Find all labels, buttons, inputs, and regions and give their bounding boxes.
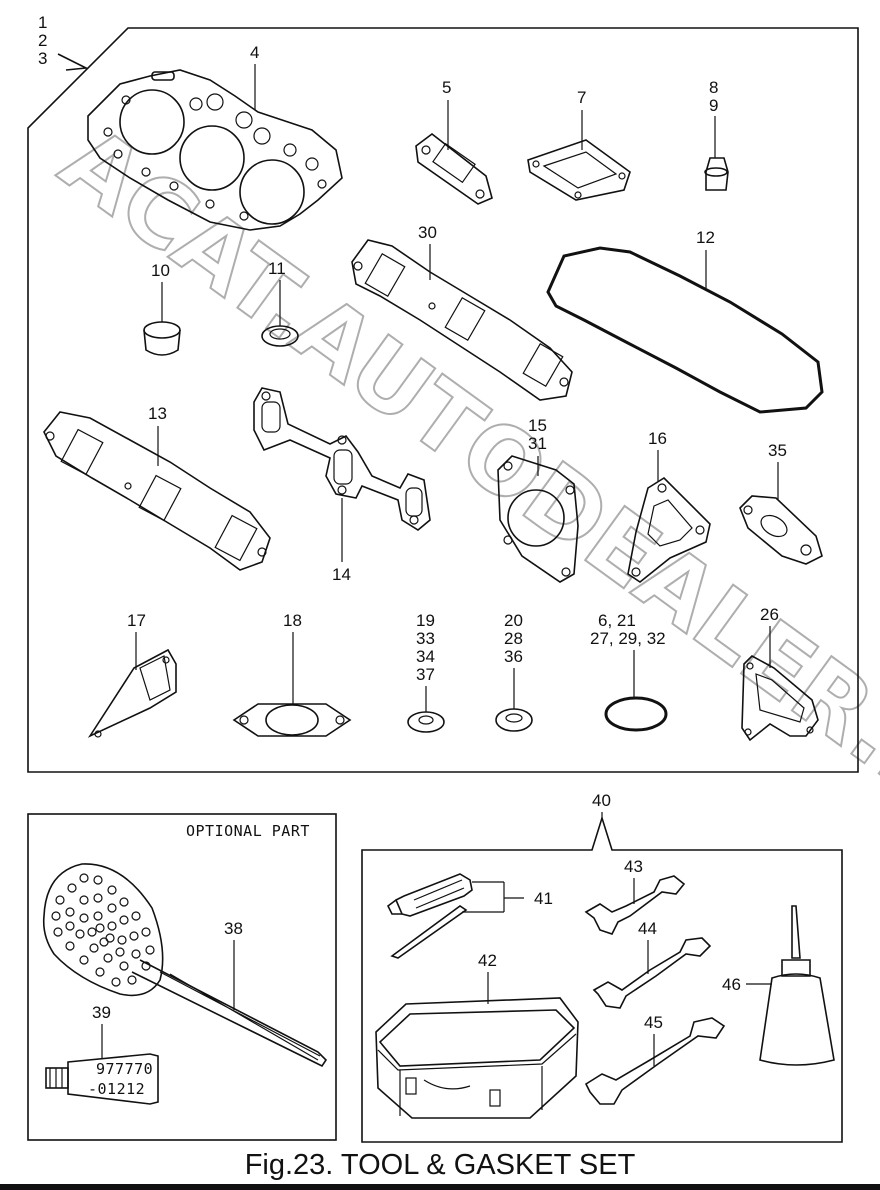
tool-set-panel-frame	[361, 815, 843, 1143]
part-label-p39: 39	[92, 1003, 111, 1022]
part-label-p37: 37	[416, 665, 435, 684]
figure-caption: Fig.23. TOOL & GASKET SET	[245, 1149, 636, 1181]
part-11-seal: 11	[261, 259, 299, 347]
part-12-cover-gasket: 12	[546, 228, 824, 414]
optional-part-panel	[27, 813, 337, 1141]
watermark: ACAT.AUTODEALER.RU	[41, 105, 880, 873]
part-label-p30: 30	[418, 223, 437, 242]
part-44-wrench: 44	[592, 919, 712, 1009]
part-15-31-gasket: 15 31	[497, 416, 579, 583]
part-label-p14: 14	[332, 565, 351, 584]
part-label-p41: 41	[534, 889, 553, 908]
watermark-text: ACAT.AUTODEALER.RU	[42, 106, 880, 872]
group-label-line: 1	[38, 13, 47, 32]
part-39-sealant-tube: 977770 -01212 39	[45, 1003, 159, 1105]
part-label-p6_21: 6, 21	[598, 611, 636, 630]
group-label-1-2-3: 1 2 3	[38, 13, 89, 71]
tube-text-line-1: 977770	[96, 1060, 153, 1078]
part-10-seal: 10	[143, 261, 181, 356]
part-label-p12: 12	[696, 228, 715, 247]
part-label-p27_29_32: 27, 29, 32	[590, 629, 666, 648]
part-8-9-stem-seal: 8 9	[704, 78, 729, 191]
part-label-p43: 43	[624, 857, 643, 876]
part-label-p11: 11	[268, 259, 286, 278]
part-42-toolbox: 42	[375, 951, 579, 1119]
part-38-brush: 38	[42, 863, 328, 1068]
part-4-head-gasket: 4	[87, 43, 343, 231]
part-30-manifold-gasket: 30	[351, 223, 573, 401]
part-label-p26: 26	[760, 605, 779, 624]
part-label-p9: 9	[709, 96, 718, 115]
part-16-gasket: 16	[627, 429, 711, 583]
part-label-p16: 16	[648, 429, 667, 448]
part-43-wrench: 43	[584, 857, 686, 935]
part-label-p10: 10	[151, 261, 170, 280]
part-label-p44: 44	[638, 919, 657, 938]
part-18-gasket: 18	[232, 611, 352, 737]
part-label-p42: 42	[478, 951, 497, 970]
part-7-gasket: 7	[527, 88, 631, 201]
part-26-gasket: 26	[741, 605, 819, 742]
part-label-p38: 38	[224, 919, 243, 938]
part-label-p36: 36	[504, 647, 523, 666]
part-label-p17: 17	[127, 611, 146, 630]
part-14-exhaust-gasket: 14	[253, 387, 431, 584]
part-label-p35: 35	[768, 441, 787, 460]
part-label-p8: 8	[709, 78, 718, 97]
part-label-p34: 34	[416, 647, 435, 666]
part-20-28-36-washer: 20 28 36	[495, 611, 533, 732]
optional-part-title: OPTIONAL PART	[186, 822, 310, 840]
part-label-p7: 7	[577, 88, 586, 107]
part-5-gasket: 5	[415, 78, 493, 205]
part-46-oil-can: 46	[722, 905, 835, 1066]
part-label-p46: 46	[722, 975, 741, 994]
part-label-p31: 31	[528, 434, 547, 453]
part-label-p40: 40	[592, 791, 611, 810]
tube-text-line-2: -01212	[88, 1080, 145, 1098]
part-13-manifold-gasket: 13	[43, 404, 271, 571]
part-label-p20: 20	[504, 611, 523, 630]
part-19-33-34-37-washer: 19 33 34 37	[407, 611, 445, 733]
part-label-p13: 13	[148, 404, 167, 423]
bottom-rule	[0, 1184, 880, 1190]
part-label-p19: 19	[416, 611, 435, 630]
part-label-p5: 5	[442, 78, 451, 97]
part-label-p28: 28	[504, 629, 523, 648]
part-41-screwdriver: 41	[386, 873, 553, 959]
group-label-line: 3	[38, 49, 47, 68]
part-35-gasket: 35	[739, 441, 823, 565]
part-45-wrench: 45	[584, 1013, 726, 1105]
main-panel-frame	[27, 27, 859, 773]
part-o-ring: 6, 21 27, 29, 32	[590, 611, 668, 732]
part-label-p15: 15	[528, 416, 547, 435]
part-label-p33: 33	[416, 629, 435, 648]
part-label-p45: 45	[644, 1013, 663, 1032]
part-40-label: 40	[592, 791, 611, 820]
group-label-line: 2	[38, 31, 47, 50]
part-label-p4: 4	[250, 43, 259, 62]
part-17-gasket: 17	[87, 611, 177, 738]
part-label-p18: 18	[283, 611, 302, 630]
